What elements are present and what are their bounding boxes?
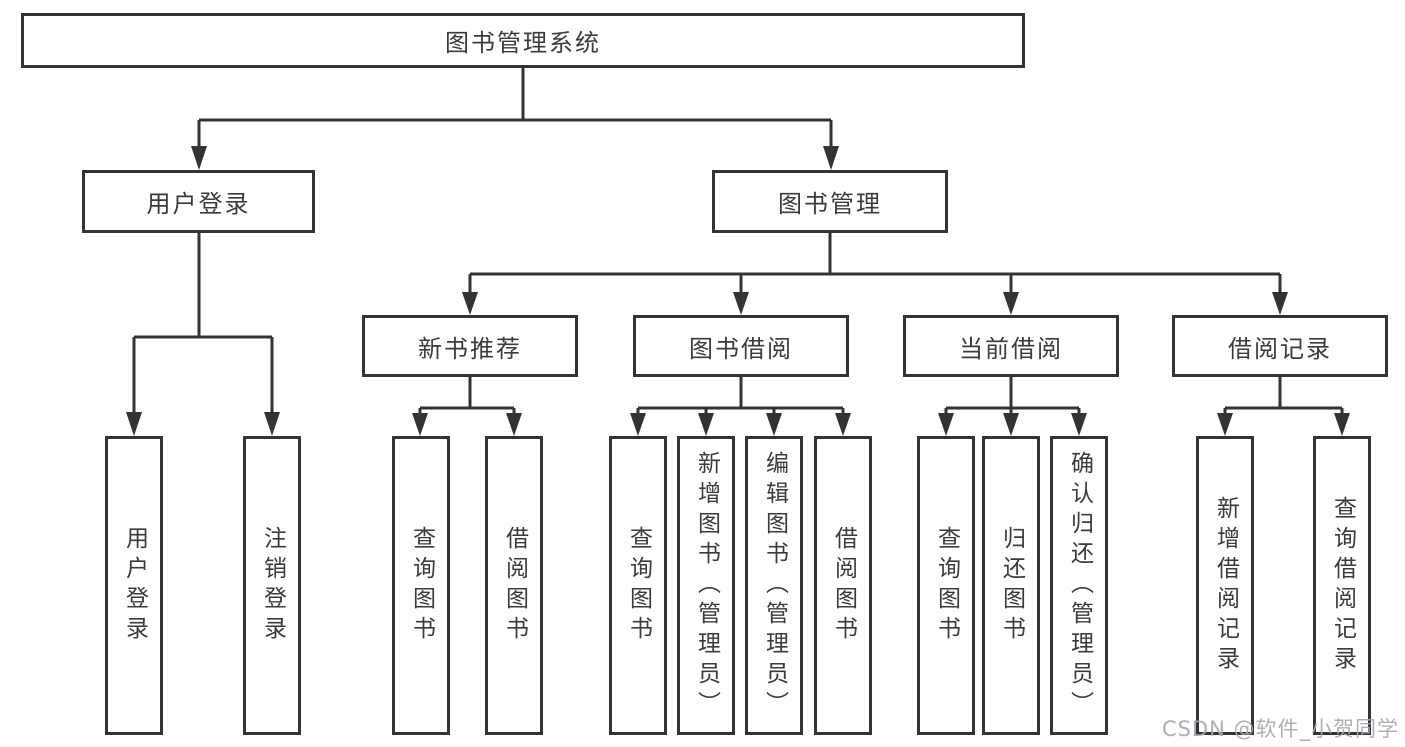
leaf-borrow-books-recommend: 借阅图书 [485, 436, 543, 735]
leaf-query-books-recommend: 查询图书 [392, 436, 450, 735]
leaf-query-borrow-record: 查询借阅记录 [1313, 436, 1371, 735]
leaf-edit-books-admin: 编辑图书（管理员） [745, 436, 803, 735]
node-library-management-system: 图书管理系统 [21, 13, 1025, 68]
arrowhead-icons [126, 146, 1350, 436]
leaf-add-books-admin: 新增图书（管理员） [677, 436, 735, 735]
leaf-add-borrow-record: 新增借阅记录 [1196, 436, 1254, 735]
leaf-query-books-current: 查询图书 [917, 436, 975, 735]
leaf-user-login: 用户登录 [105, 436, 163, 735]
node-book-management: 图书管理 [712, 170, 948, 233]
node-new-book-recommendation: 新书推荐 [362, 315, 578, 377]
leaf-borrow-books-borrowing: 借阅图书 [814, 436, 872, 735]
leaf-query-books-borrowing: 查询图书 [609, 436, 667, 735]
leaf-confirm-return-admin: 确认归还（管理员） [1050, 436, 1108, 735]
node-current-borrowing: 当前借阅 [903, 315, 1119, 377]
leaf-logout: 注销登录 [243, 436, 301, 735]
node-book-borrowing: 图书借阅 [633, 315, 849, 377]
leaf-return-books: 归还图书 [982, 436, 1040, 735]
node-user-login: 用户登录 [82, 170, 315, 233]
node-borrowing-records: 借阅记录 [1172, 315, 1388, 377]
watermark-csdn: CSDN @软件_小贺同学 [1161, 717, 1399, 741]
